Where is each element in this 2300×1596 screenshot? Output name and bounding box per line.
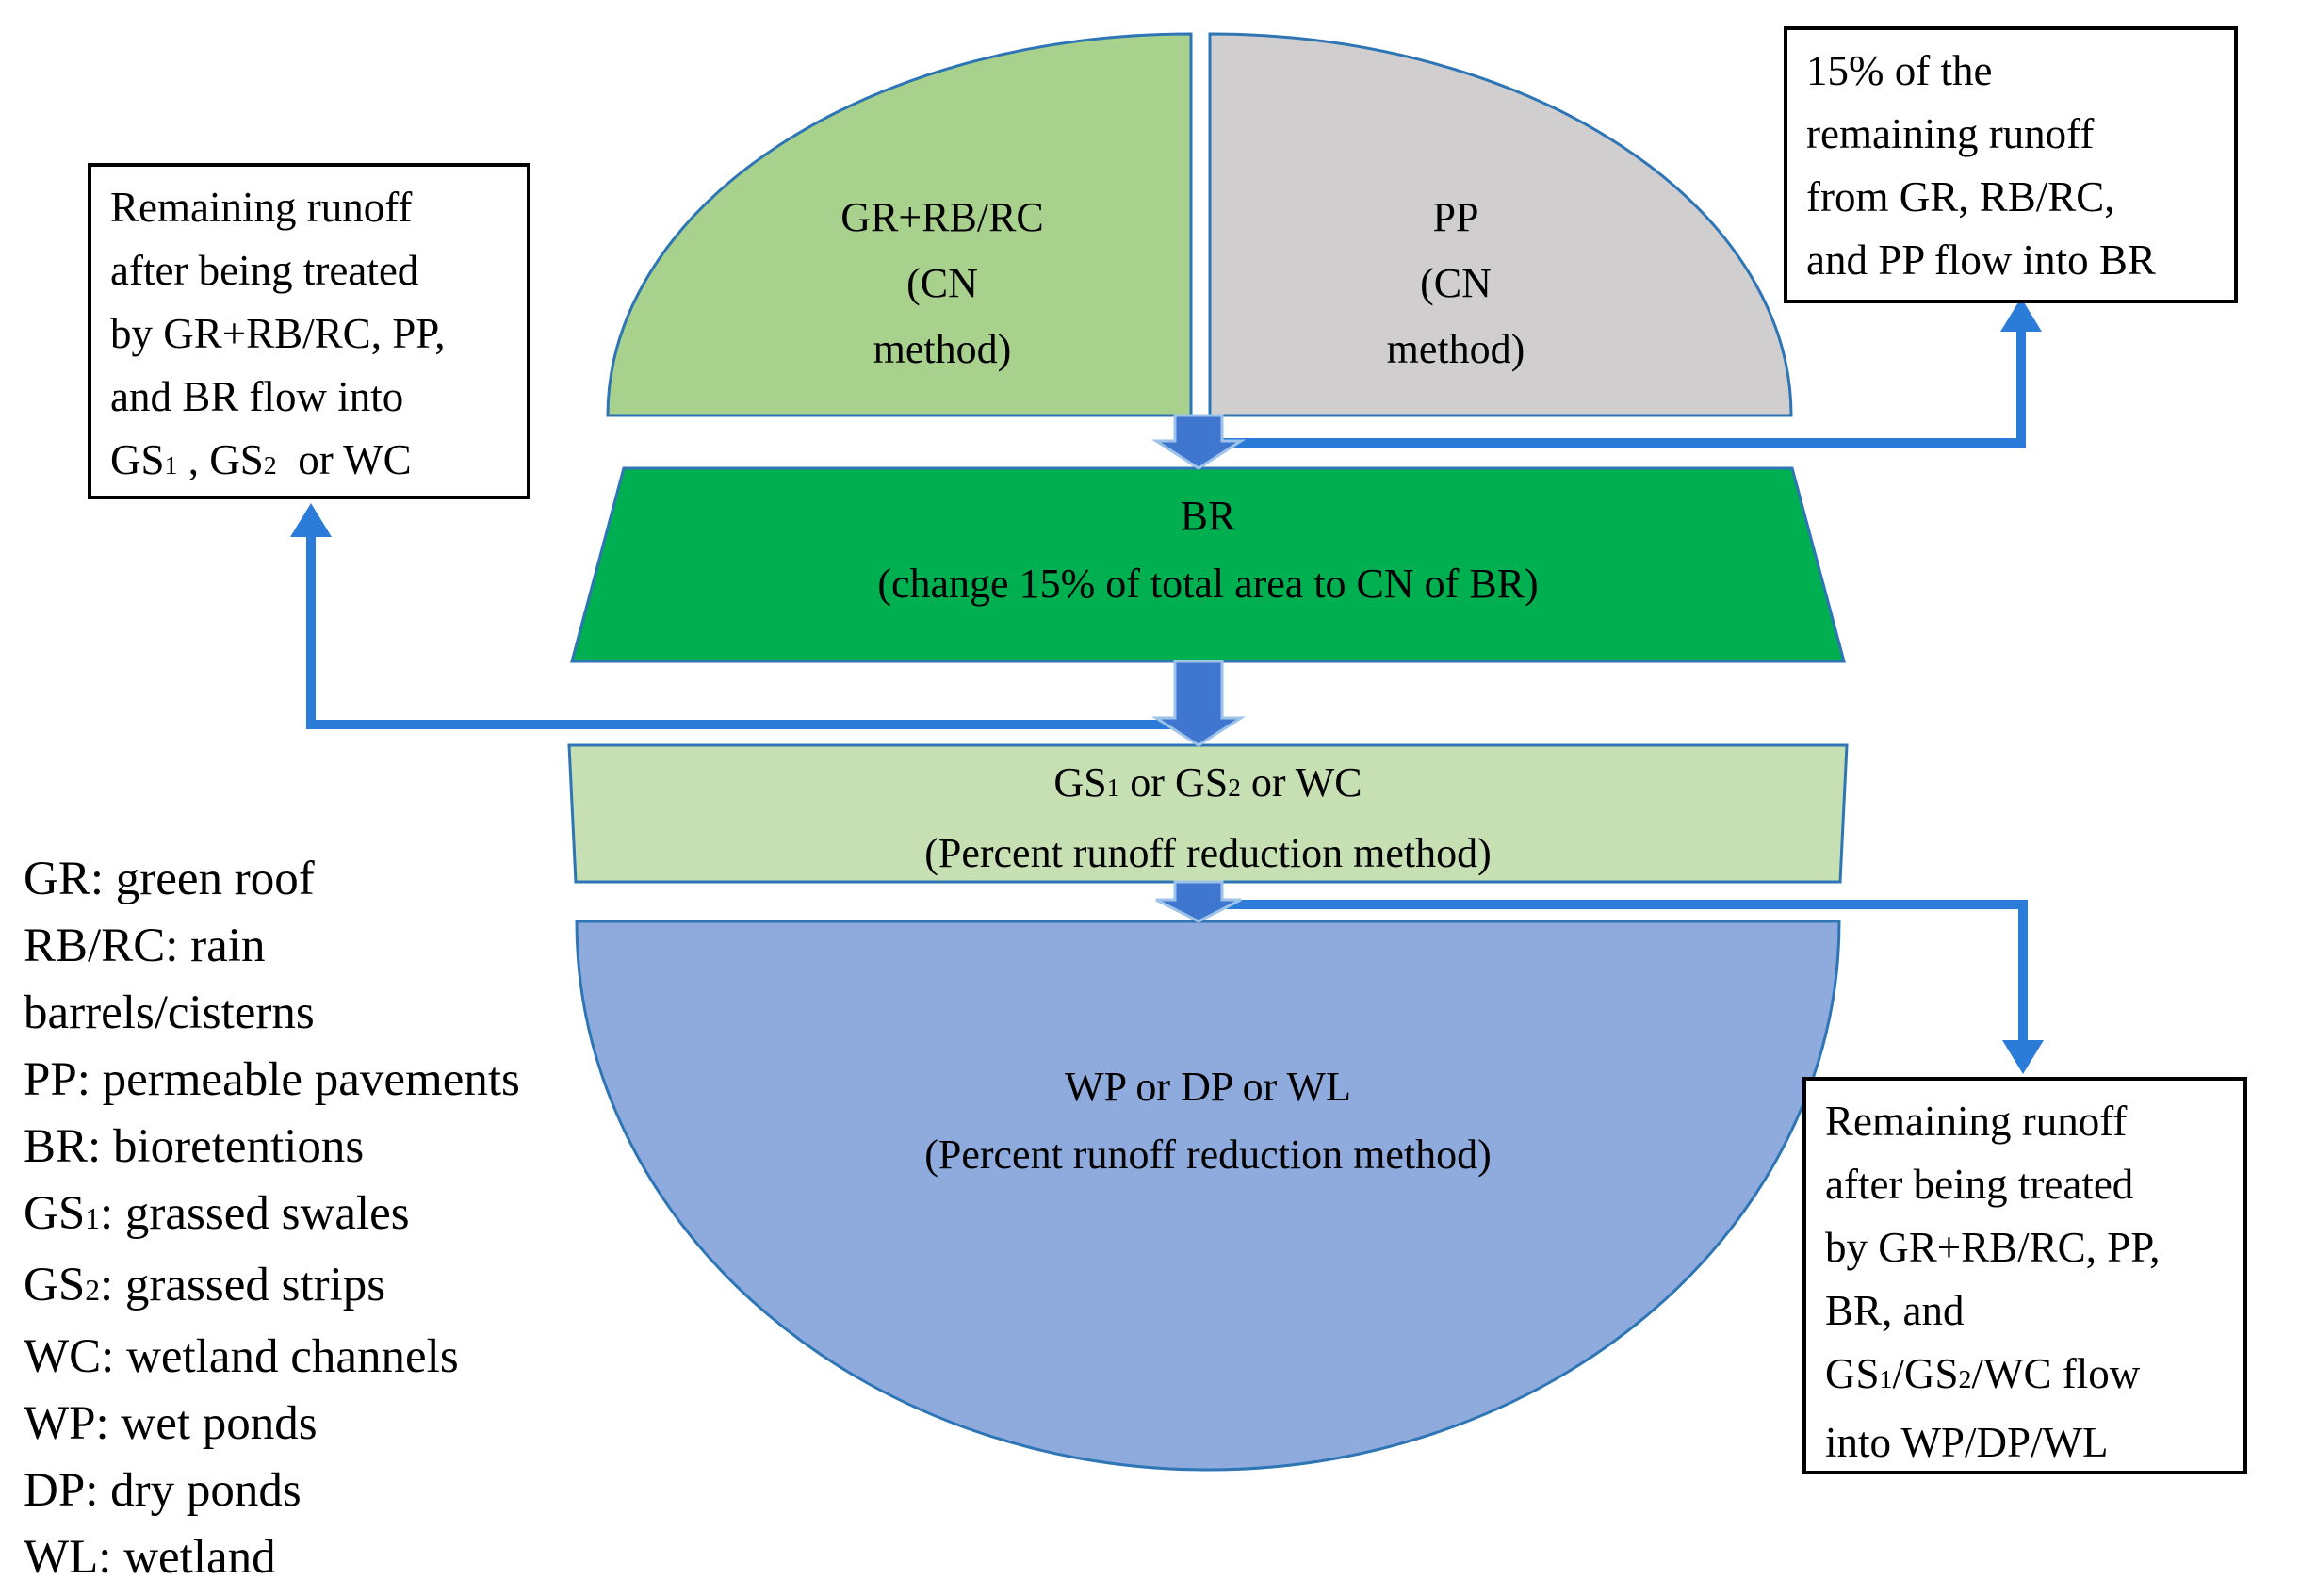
label-fragment: GS bbox=[110, 436, 165, 483]
label-fragment: 1 bbox=[1106, 774, 1120, 802]
segment-pp bbox=[1208, 32, 1793, 417]
annotation-box-top-right: 15% of the remaining runoff from GR, RB/… bbox=[1784, 26, 2238, 303]
label-fragment: GS bbox=[1825, 1350, 1880, 1397]
label-fragment: 2 bbox=[1228, 774, 1241, 802]
label-line: GS1/GS2/WC flow bbox=[1825, 1343, 2236, 1411]
label-line: from GR, RB/RC, bbox=[1806, 173, 2115, 220]
label-line: and BR flow into bbox=[110, 373, 404, 420]
connector-line-to-bottom-right-box bbox=[1199, 900, 2028, 1044]
label-fragment: : grassed strips bbox=[100, 1259, 386, 1311]
label-fragment: 2 bbox=[263, 451, 277, 480]
label-fragment: or WC bbox=[276, 436, 412, 483]
band-br-label: BR (change 15% of total area to CN of BR… bbox=[548, 482, 1868, 618]
label-fragment: 2 bbox=[85, 1274, 101, 1307]
arrow-up-icon bbox=[290, 503, 332, 537]
label-fragment: , GS bbox=[177, 436, 264, 483]
label-fragment: : grassed swales bbox=[100, 1187, 410, 1240]
label-line: PP bbox=[1432, 194, 1479, 240]
label-line: after being treated bbox=[110, 247, 419, 294]
label-line: BR, and bbox=[1825, 1287, 1965, 1334]
legend-item: GR: green roof bbox=[24, 853, 315, 905]
label-fragment: 1 bbox=[85, 1202, 101, 1235]
label-line: by GR+RB/RC, PP, bbox=[1825, 1224, 2161, 1271]
legend-item: RB/RC: rain bbox=[24, 920, 266, 972]
label-line: (Percent runoff reduction method) bbox=[924, 830, 1492, 876]
label-line: Remaining runoff bbox=[110, 184, 413, 231]
band-br bbox=[570, 466, 1846, 663]
label-line: WP or DP or WL bbox=[1065, 1064, 1351, 1110]
legend-item: barrels/cisterns bbox=[24, 986, 315, 1039]
label-line: GR+RB/RC bbox=[840, 194, 1044, 240]
arrow-down-icon bbox=[1155, 880, 1242, 923]
legend-item: GS1: grassed swales bbox=[24, 1181, 702, 1252]
segment-pp-label: PP (CN method) bbox=[1187, 185, 1724, 383]
label-line: 15% of the bbox=[1806, 47, 1993, 94]
label-fragment: GS bbox=[24, 1259, 86, 1311]
label-fragment: /GS bbox=[1892, 1350, 1959, 1397]
band-gs-label: GS1 or GS2 or WC (Percent runoff reducti… bbox=[548, 750, 1868, 887]
legend-item: WC: wetland channels bbox=[24, 1330, 459, 1383]
arrow-down-icon bbox=[1150, 660, 1247, 747]
label-line: and PP flow into BR bbox=[1806, 236, 2156, 284]
label-line: method) bbox=[1386, 326, 1525, 372]
label-line: method) bbox=[873, 326, 1012, 372]
label-fragment: 2 bbox=[1958, 1365, 1972, 1394]
band-gs bbox=[567, 743, 1849, 884]
label-line: GS1 , GS2 or WC bbox=[110, 429, 519, 497]
label-line: (Percent runoff reduction method) bbox=[924, 1132, 1492, 1178]
annotation-box-left: Remaining runoff after being treated by … bbox=[88, 163, 530, 499]
arrow-down-icon bbox=[1150, 414, 1247, 470]
label-fragment: or WC bbox=[1240, 759, 1362, 806]
legend-item: BR: bioretentions bbox=[24, 1120, 365, 1173]
label-fragment: /WC flow bbox=[1971, 1350, 2141, 1397]
label-line: remaining runoff bbox=[1806, 110, 2095, 157]
label-line: into WP/DP/WL bbox=[1825, 1419, 2109, 1466]
label-fragment: GS bbox=[1053, 759, 1107, 806]
label-line: BR bbox=[1180, 493, 1236, 539]
label-fragment: 1 bbox=[164, 451, 178, 480]
arrow-up-icon bbox=[2000, 298, 2042, 332]
legend-item: DP: dry ponds bbox=[24, 1464, 302, 1517]
label-line: (change 15% of total area to CN of BR) bbox=[877, 561, 1539, 607]
label-line: Remaining runoff bbox=[1825, 1098, 2128, 1145]
segment-gr-rbrc-label: GR+RB/RC (CN method) bbox=[674, 185, 1211, 383]
legend-item: WL: wetland bbox=[24, 1531, 276, 1584]
label-line: (CN bbox=[906, 260, 978, 306]
label-line: after being treated bbox=[1825, 1161, 2134, 1208]
label-fragment: or GS bbox=[1119, 759, 1229, 806]
label-fragment: 1 bbox=[1879, 1365, 1893, 1394]
label-fragment: GS bbox=[24, 1187, 86, 1240]
band-wp bbox=[575, 920, 1841, 1472]
annotation-box-bottom-right: Remaining runoff after being treated by … bbox=[1802, 1077, 2247, 1474]
legend-item: PP: permeable pavements bbox=[24, 1053, 520, 1106]
band-wp-label: WP or DP or WL (Percent runoff reduction… bbox=[548, 1053, 1868, 1189]
connector-line-to-left-box bbox=[306, 528, 1199, 729]
legend-item: GS2: grassed strips bbox=[24, 1252, 702, 1324]
label-line: GS1 or GS2 or WC bbox=[548, 750, 1868, 821]
segment-gr-rbrc bbox=[606, 32, 1193, 417]
arrow-down-icon bbox=[2002, 1040, 2044, 1074]
legend-item: WP: wet ponds bbox=[24, 1397, 318, 1450]
label-line: (CN bbox=[1420, 260, 1492, 306]
label-line: by GR+RB/RC, PP, bbox=[110, 310, 446, 357]
connector-line-to-15pct-box bbox=[1199, 328, 2026, 448]
legend: GR: green roof RB/RC: rain barrels/ciste… bbox=[24, 846, 702, 1591]
